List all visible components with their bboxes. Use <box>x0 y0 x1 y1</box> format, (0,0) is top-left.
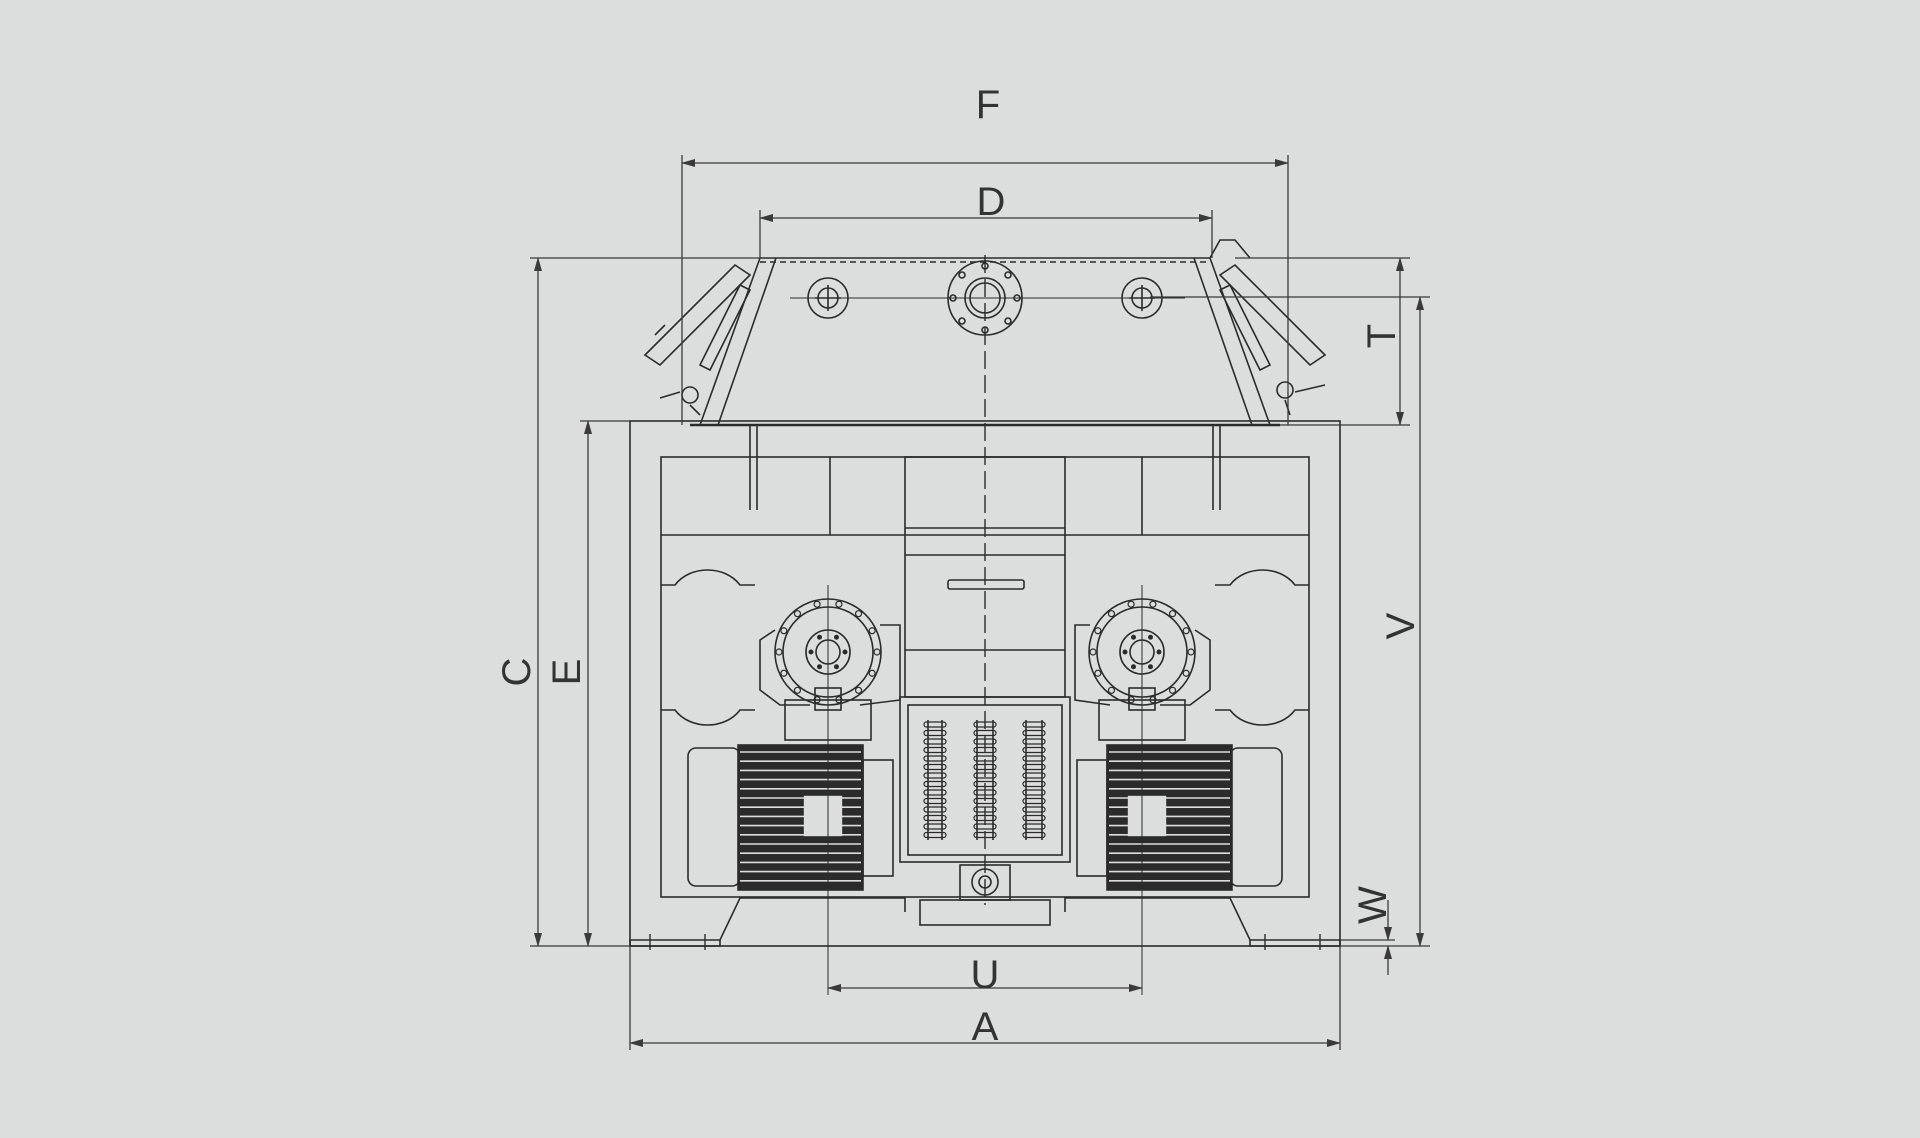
vent-slot <box>923 729 947 737</box>
flange-bolt <box>813 600 821 608</box>
flange-bolt <box>1182 669 1190 677</box>
hub-bolt <box>834 664 839 670</box>
hub-bolt <box>834 634 839 640</box>
vent-slot <box>1022 729 1046 737</box>
hub-bolt <box>1131 664 1136 670</box>
flange-bolt <box>873 648 881 656</box>
hub-bolt <box>817 634 822 640</box>
vent-slot <box>1022 738 1046 745</box>
flange-bolt <box>780 627 788 635</box>
flange-bolt <box>780 669 788 677</box>
vent-slot <box>923 738 947 745</box>
vent-slot <box>923 797 947 805</box>
flange-bolt <box>1107 686 1116 694</box>
flange-bolt <box>1182 627 1190 635</box>
flange-bolt <box>1094 627 1102 635</box>
vent-slot <box>923 746 947 754</box>
vent-slot <box>1022 772 1046 779</box>
vent-slot <box>923 780 947 788</box>
flange-bolt <box>854 610 863 618</box>
vent-slot <box>923 755 947 762</box>
flange-bolt <box>793 686 802 694</box>
dim-label-u: U <box>971 953 1000 997</box>
vent-slot <box>923 763 947 771</box>
hub-bolt <box>1156 649 1162 655</box>
hub-bolt <box>808 649 814 655</box>
flange-bolt <box>793 610 802 618</box>
dim-label-e: E <box>545 659 589 686</box>
side-shaft-housings <box>661 569 1309 726</box>
dim-label-t: T <box>1360 324 1404 348</box>
dim-label-w: W <box>1351 886 1395 924</box>
vent-slot <box>1022 746 1046 754</box>
flange-bolt <box>1187 648 1195 656</box>
flange-bolt <box>868 627 876 635</box>
flange-bolt <box>1127 600 1135 608</box>
dim-label-d: D <box>977 180 1006 224</box>
flange-bolt <box>1168 610 1177 618</box>
right-motor <box>1076 744 1283 891</box>
flange-bolt <box>1149 600 1157 608</box>
hub-bolt <box>842 649 848 655</box>
left-motor <box>687 744 894 891</box>
vent-slot <box>923 721 947 728</box>
flange-bolt <box>835 600 843 608</box>
vent-slot <box>1022 831 1046 839</box>
left-gearbox <box>759 598 901 741</box>
vent-slot <box>1022 814 1046 822</box>
flange-bolt <box>1107 610 1116 618</box>
hub-bolt <box>1122 649 1128 655</box>
vent-slot <box>1022 823 1046 830</box>
vent-slot <box>923 823 947 830</box>
vent-slot <box>1022 780 1046 788</box>
dim-label-a: A <box>972 1005 999 1049</box>
vent-slot <box>923 831 947 839</box>
flange-bolt <box>1127 696 1135 704</box>
dimension-labels: F D U A C E T V W <box>495 83 1423 1049</box>
vent-slot <box>1022 797 1046 805</box>
hub-bolt <box>1148 664 1153 670</box>
flange-bolt <box>835 696 843 704</box>
flange-bolt <box>1089 648 1097 656</box>
flange-bolt <box>868 669 876 677</box>
vent-slot <box>923 806 947 813</box>
dim-label-f: F <box>976 83 1000 127</box>
vent-slot <box>1022 763 1046 771</box>
flange-bolt <box>1168 686 1177 694</box>
flange-bolt <box>813 696 821 704</box>
vent-slot <box>1022 806 1046 813</box>
dim-label-c: C <box>495 658 539 687</box>
flange-bolt <box>854 686 863 694</box>
hub-bolt <box>1131 634 1136 640</box>
vent-slot <box>923 789 947 796</box>
support-feet <box>629 897 1341 947</box>
vent-slot <box>1022 721 1046 728</box>
right-inspection-door <box>1209 239 1327 416</box>
flange-bolt <box>1149 696 1157 704</box>
flange-bolt <box>1094 669 1102 677</box>
drawing-details <box>649 600 1321 950</box>
dim-label-v: V <box>1379 612 1423 639</box>
vent-slot <box>1022 755 1046 762</box>
dimension-lines <box>530 155 1430 1050</box>
vent-slot <box>923 772 947 779</box>
hub-bolt <box>1148 634 1153 640</box>
hub-bolt <box>817 664 822 670</box>
center-lines <box>790 255 1185 995</box>
flange-bolt <box>775 648 783 656</box>
vent-slot <box>1022 789 1046 796</box>
vent-slot <box>923 814 947 822</box>
left-inspection-door <box>643 263 752 416</box>
